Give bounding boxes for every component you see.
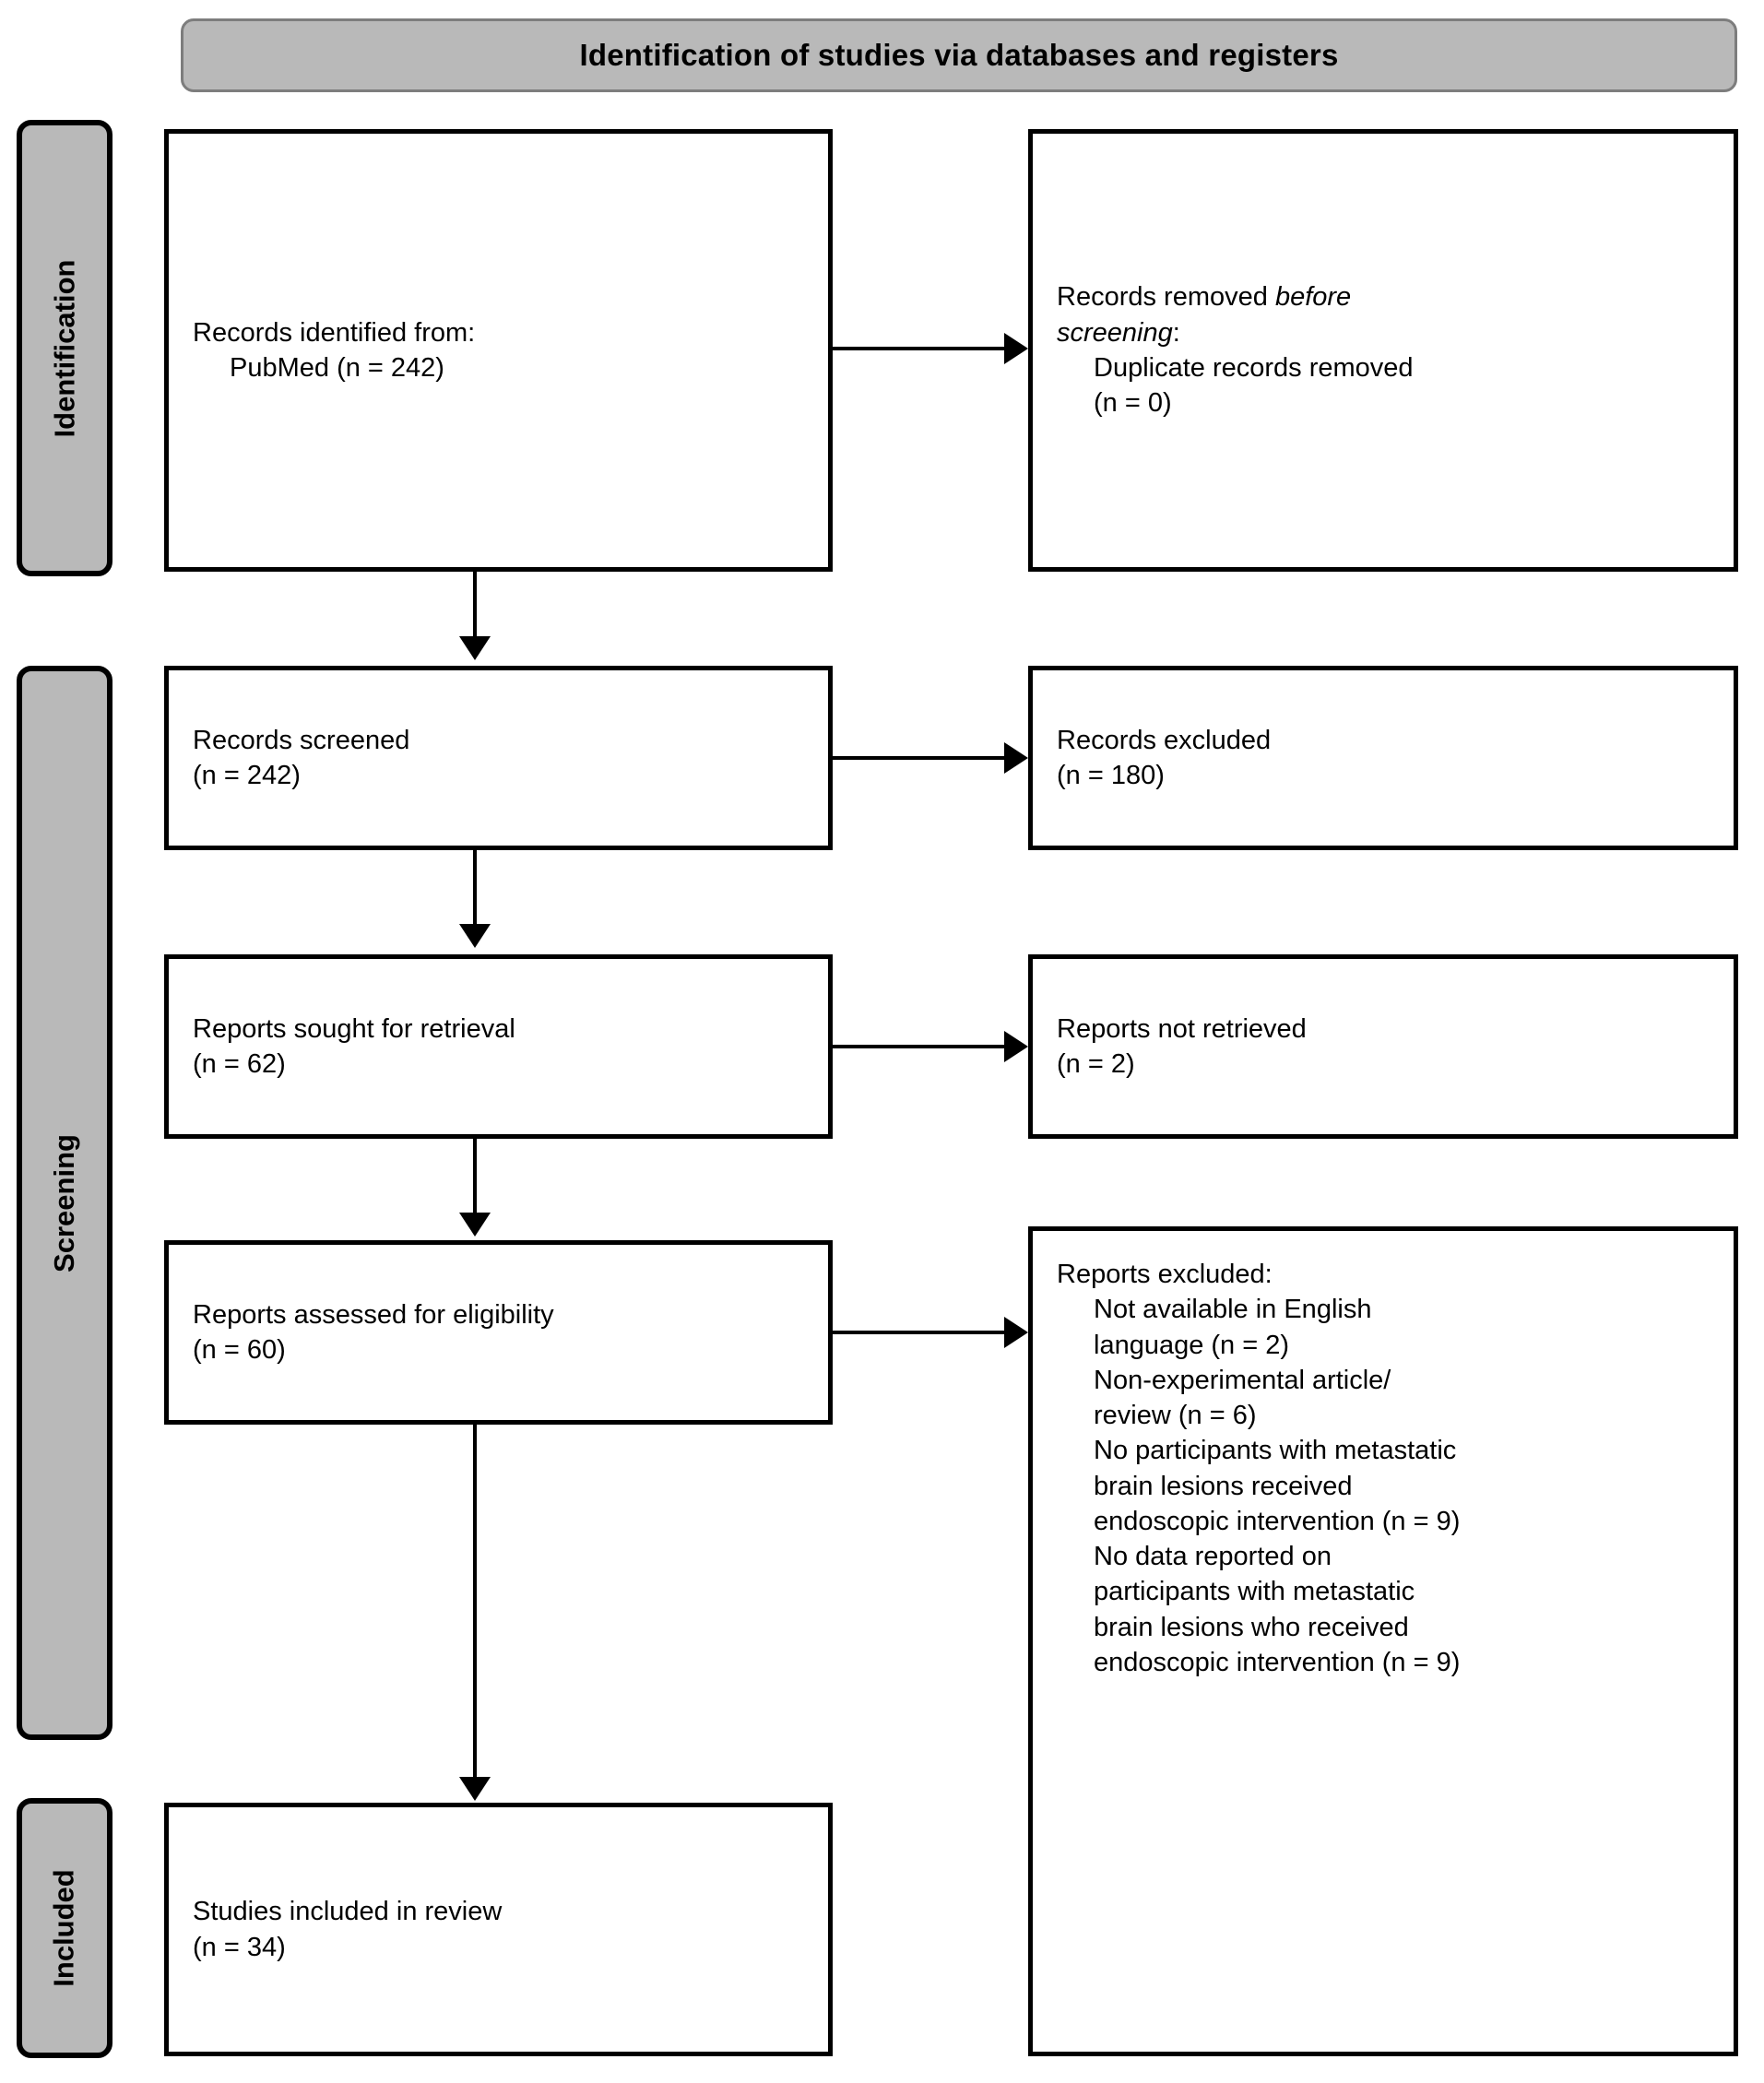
stage-label-included-text: Included [48, 1869, 81, 1987]
stage-label-included: Included [17, 1798, 112, 2058]
arrowhead-down-icon [459, 924, 491, 948]
stage-label-screening: Screening [17, 666, 112, 1740]
reports-excluded-reason-3-line-2: brain lesions received [1094, 1471, 1353, 1501]
reports-excluded-reason-1-line-2: language (n = 2) [1094, 1330, 1290, 1360]
stage-label-screening-text: Screening [48, 1133, 81, 1272]
box-records-screened: Records screened (n = 242) [164, 666, 833, 850]
arrowhead-right-icon [1004, 1031, 1028, 1062]
connector-screened-to-excluded [833, 756, 1004, 760]
reports-excluded-reason-4-line-2: participants with metastatic [1094, 1577, 1415, 1607]
reports-excluded-reason-4-line-3: brain lesions who received [1094, 1612, 1409, 1642]
records-identified-line-1: Records identified from: [193, 317, 476, 348]
records-screened-line-2: (n = 242) [193, 761, 301, 790]
reports-not-retrieved-line-1: Reports not retrieved [1057, 1013, 1307, 1044]
records-screened-line-1: Records screened [193, 725, 410, 755]
records-identified-line-2: PubMed (n = 242) [230, 353, 444, 383]
reports-assessed-line-2: (n = 60) [193, 1335, 286, 1365]
reports-excluded-reason-3-line-3: endoscopic intervention (n = 9) [1094, 1506, 1461, 1536]
records-excluded-line-1: Records excluded [1057, 725, 1272, 755]
arrowhead-down-icon [459, 1213, 491, 1237]
box-reports-sought: Reports sought for retrieval (n = 62) [164, 954, 833, 1139]
reports-sought-line-1: Reports sought for retrieval [193, 1013, 515, 1044]
box-reports-excluded: Reports excluded: Not available in Engli… [1028, 1226, 1738, 2056]
arrowhead-right-icon [1004, 742, 1028, 774]
box-records-identified: Records identified from: PubMed (n = 242… [164, 129, 833, 572]
box-reports-not-retrieved: Reports not retrieved (n = 2) [1028, 954, 1738, 1139]
connector-identified-to-screened [473, 572, 477, 636]
reports-assessed-line-1: Reports assessed for eligibility [193, 1299, 554, 1330]
reports-not-retrieved-line-2: (n = 2) [1057, 1049, 1135, 1079]
connector-screened-to-sought [473, 850, 477, 924]
studies-included-line-1: Studies included in review [193, 1897, 503, 1927]
box-records-excluded: Records excluded (n = 180) [1028, 666, 1738, 850]
phase-banner-title: Identification of studies via databases … [579, 38, 1339, 72]
stage-label-identification-text: Identification [48, 259, 81, 437]
box-studies-included: Studies included in review (n = 34) [164, 1803, 833, 2056]
records-removed-line-3: Duplicate records removed [1094, 353, 1414, 383]
reports-excluded-reason-3-line-1: No participants with metastatic [1094, 1436, 1457, 1466]
records-removed-text-screening: screening [1057, 317, 1173, 348]
reports-excluded-reason-4-line-1: No data reported on [1094, 1542, 1332, 1572]
records-removed-text-colon: : [1172, 317, 1180, 348]
connector-identified-to-removed [833, 347, 1004, 350]
reports-excluded-reason-2-line-1: Non-experimental article/ [1094, 1365, 1391, 1395]
arrowhead-down-icon [459, 1777, 491, 1801]
reports-excluded-reason-1-line-1: Not available in English [1094, 1295, 1372, 1325]
studies-included-line-2: (n = 34) [193, 1932, 286, 1962]
reports-excluded-heading: Reports excluded: [1057, 1260, 1273, 1289]
box-records-removed: Records removed before screening: Duplic… [1028, 129, 1738, 572]
records-removed-line-1: Records removed before [1057, 279, 1710, 314]
records-removed-line-2: screening: [1057, 315, 1710, 350]
connector-sought-to-assessed [473, 1139, 477, 1213]
records-removed-text-a: Records removed [1057, 282, 1275, 313]
arrowhead-right-icon [1004, 1317, 1028, 1348]
reports-excluded-reason-4-line-4: endoscopic intervention (n = 9) [1094, 1647, 1461, 1677]
phase-banner: Identification of studies via databases … [181, 18, 1737, 92]
reports-sought-line-2: (n = 62) [193, 1049, 286, 1079]
arrowhead-right-icon [1004, 333, 1028, 364]
reports-excluded-reason-2-line-2: review (n = 6) [1094, 1401, 1257, 1431]
connector-assessed-to-excluded-reports [833, 1331, 1004, 1334]
records-excluded-line-2: (n = 180) [1057, 761, 1165, 790]
connector-sought-to-not-retrieved [833, 1045, 1004, 1048]
arrowhead-down-icon [459, 636, 491, 660]
stage-label-identification: Identification [17, 120, 112, 576]
records-removed-line-4: (n = 0) [1094, 388, 1172, 419]
box-reports-assessed: Reports assessed for eligibility (n = 60… [164, 1240, 833, 1425]
connector-assessed-to-included [473, 1425, 477, 1777]
records-removed-text-before: before [1274, 282, 1352, 313]
